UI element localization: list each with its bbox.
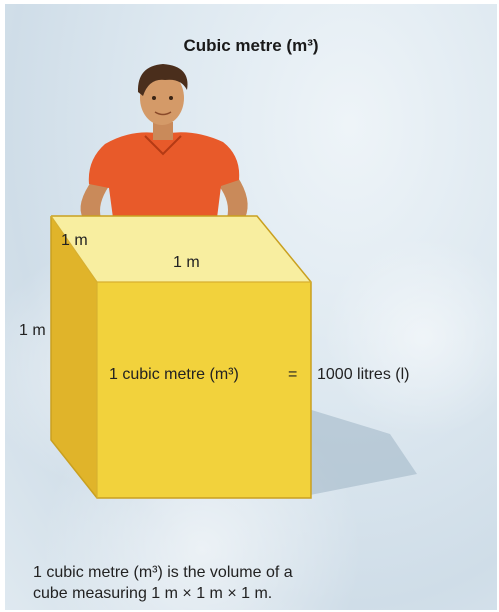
equation-right: 1000 litres (l) [317,366,410,383]
width-label: 1 m [173,254,200,271]
cube-shadow [305,408,417,496]
cube-top-face [51,216,311,282]
cube-front-face [97,282,311,498]
cube [50,215,312,499]
cube-side-face [51,216,97,498]
page-title: Cubic metre (m³) [183,36,319,55]
height-label: 1 m [19,322,46,339]
caption-line-2: cube measuring 1 m × 1 m × 1 m. [33,585,273,602]
person-figure [80,64,248,218]
cube-illustration [50,64,417,499]
depth-label: 1 m [61,232,88,249]
caption-line-1: 1 cubic metre (m³) is the volume of a [33,564,293,581]
caption: 1 cubic metre (m³) is the volume of a cu… [33,562,473,604]
equals-sign: = [288,366,298,383]
equation-left: 1 cubic metre (m³) [109,366,239,383]
illustration-panel: Cubic metre (m³) 1 m 1 m 1 m 1 cubic met… [5,4,497,610]
